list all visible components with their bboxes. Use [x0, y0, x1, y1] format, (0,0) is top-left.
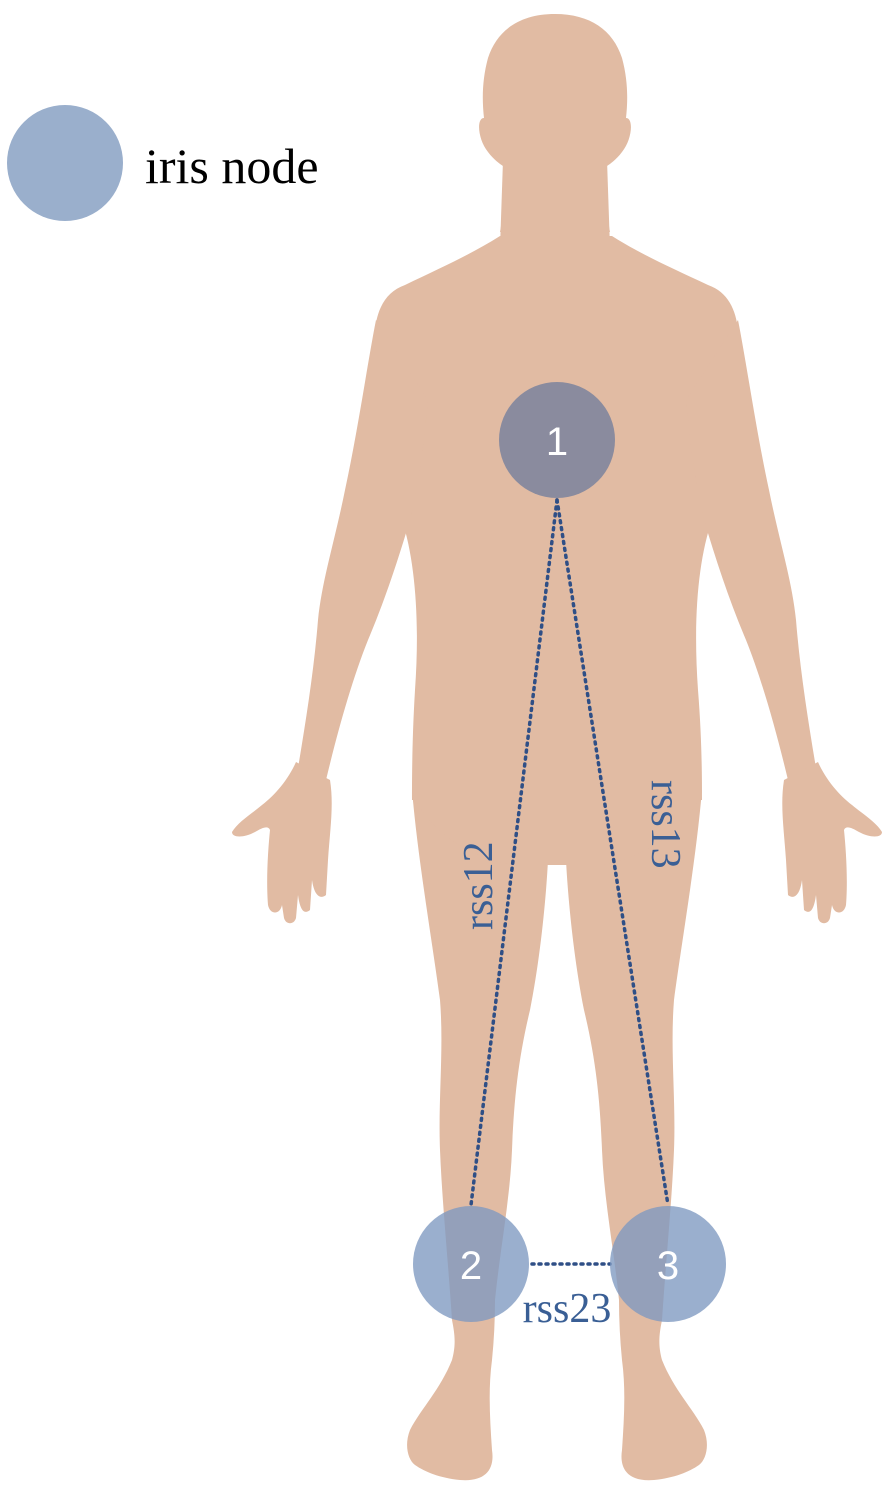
link-label-rss13: rss13 — [642, 780, 688, 869]
node-1-label: 1 — [546, 420, 568, 464]
node-2: 2 — [413, 1206, 529, 1322]
right-leg — [554, 790, 707, 1481]
node-3-label: 3 — [657, 1244, 679, 1288]
node-1: 1 — [499, 382, 615, 498]
links — [469, 498, 670, 1266]
right-hand — [782, 762, 882, 924]
left-hand — [232, 762, 332, 924]
node-3-circle — [610, 1206, 726, 1322]
link-1-3 — [555, 498, 670, 1207]
node-3: 3 — [610, 1206, 726, 1322]
left-arm — [298, 320, 428, 780]
pelvis — [412, 790, 702, 865]
node-2-circle — [413, 1206, 529, 1322]
neck — [500, 160, 610, 248]
node-2-label: 2 — [460, 1244, 482, 1288]
legend-label: iris node — [145, 138, 319, 194]
link-label-rss23: rss23 — [523, 1286, 612, 1332]
right-arm — [686, 320, 816, 780]
human-silhouette — [232, 14, 882, 1481]
link-label-rss12: rss12 — [456, 841, 502, 930]
link-1-2 — [469, 498, 559, 1207]
legend: iris node — [7, 105, 319, 221]
node-1-circle — [499, 382, 615, 498]
left-leg — [407, 790, 560, 1481]
torso — [351, 236, 761, 800]
legend-node-swatch — [7, 105, 123, 221]
